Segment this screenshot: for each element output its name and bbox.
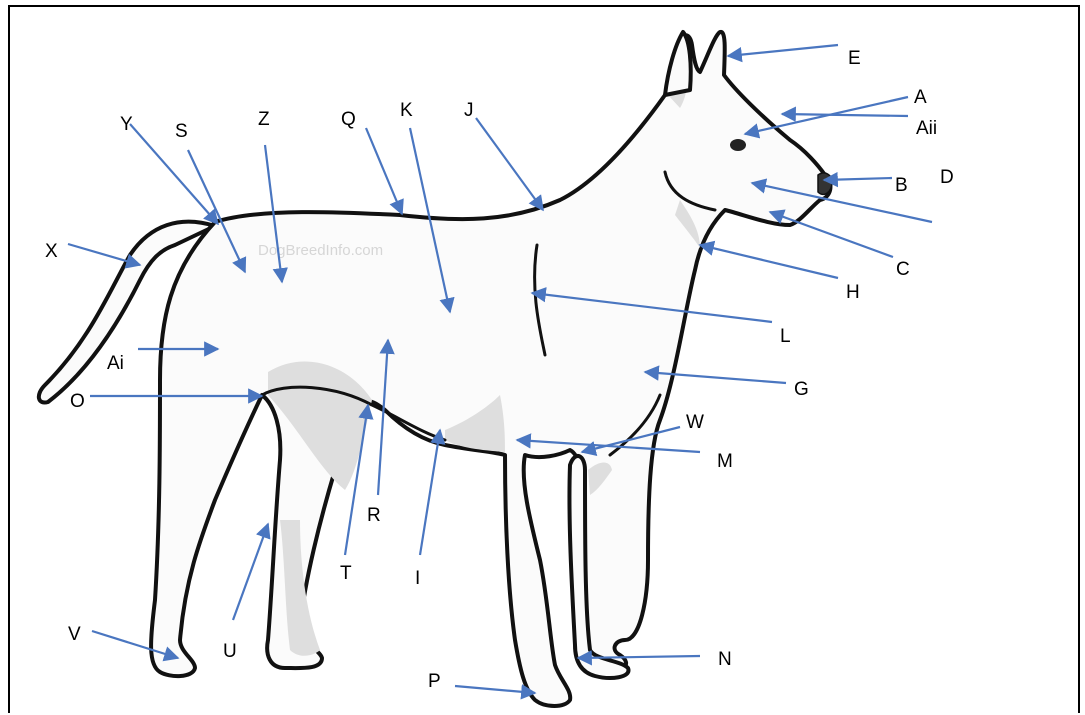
label-I: I bbox=[415, 568, 420, 589]
arrow-P bbox=[454, 684, 537, 700]
dog-eye bbox=[730, 139, 746, 151]
label-Q: Q bbox=[341, 109, 356, 130]
label-N: N bbox=[718, 649, 732, 670]
elbow-line bbox=[608, 393, 662, 457]
far-foreleg bbox=[567, 454, 631, 680]
label-K: K bbox=[400, 100, 413, 121]
arrow-D bbox=[750, 178, 933, 224]
arrow-Y bbox=[129, 123, 220, 226]
arrow-E bbox=[726, 43, 839, 63]
chest-shade bbox=[445, 395, 505, 452]
arrow-H bbox=[698, 240, 839, 280]
arrow-N bbox=[576, 650, 701, 666]
arrow-X bbox=[67, 242, 142, 269]
arrow-S bbox=[187, 149, 247, 274]
label-O: O bbox=[70, 391, 85, 412]
label-H: H bbox=[846, 282, 860, 303]
dog-illustration: DogBreedInfo.com bbox=[36, 30, 833, 708]
arrow-V bbox=[91, 629, 180, 662]
arrow-M bbox=[515, 433, 701, 454]
label-M: M bbox=[717, 451, 733, 472]
label-X: X bbox=[45, 241, 58, 262]
arrow-Z bbox=[263, 144, 288, 284]
arrow-Aii bbox=[780, 106, 909, 122]
arrow-W bbox=[580, 425, 681, 457]
arrow-K bbox=[408, 127, 455, 314]
label-Y: Y bbox=[120, 114, 133, 135]
label-P: P bbox=[428, 671, 441, 692]
shoulder-line bbox=[533, 243, 547, 357]
arrow-C bbox=[768, 209, 894, 259]
label-Z: Z bbox=[258, 109, 270, 130]
label-Ai: Ai bbox=[107, 353, 124, 374]
far-hindleg-shade bbox=[280, 520, 320, 656]
label-E: E bbox=[848, 48, 861, 69]
arrow-U bbox=[231, 522, 271, 621]
dog-ear bbox=[663, 30, 693, 97]
dog-tail bbox=[36, 219, 217, 405]
label-V: V bbox=[68, 624, 81, 645]
neck-line bbox=[663, 170, 717, 212]
arrow-I bbox=[418, 428, 446, 556]
dog-body bbox=[149, 30, 833, 708]
label-U: U bbox=[223, 641, 237, 662]
label-T: T bbox=[340, 563, 352, 584]
far-foreleg-shade bbox=[588, 462, 612, 495]
throat-shade bbox=[675, 200, 700, 248]
label-R: R bbox=[367, 505, 381, 526]
label-L: L bbox=[780, 326, 791, 347]
label-J: J bbox=[464, 100, 474, 121]
arrow-R bbox=[376, 338, 395, 496]
label-W: W bbox=[686, 412, 704, 433]
arrow-T bbox=[343, 403, 374, 556]
label-Aii: Aii bbox=[916, 118, 937, 139]
letter-labels: E A Aii B D C H L G W M N P I R T U V O … bbox=[45, 48, 954, 692]
label-arrows bbox=[67, 43, 933, 700]
label-C: C bbox=[896, 259, 910, 280]
label-G: G bbox=[794, 379, 809, 400]
arrow-B bbox=[822, 171, 893, 188]
watermark: DogBreedInfo.com bbox=[258, 242, 383, 259]
diagram-frame bbox=[8, 5, 1080, 713]
arrow-G bbox=[643, 365, 787, 385]
label-D: D bbox=[940, 167, 954, 188]
label-S: S bbox=[175, 121, 188, 142]
label-B: B bbox=[895, 175, 908, 196]
arrow-J bbox=[475, 117, 544, 212]
dog-nose bbox=[817, 172, 833, 196]
label-A: A bbox=[914, 87, 927, 108]
arrow-L bbox=[530, 287, 773, 324]
arrow-Q bbox=[364, 127, 404, 216]
